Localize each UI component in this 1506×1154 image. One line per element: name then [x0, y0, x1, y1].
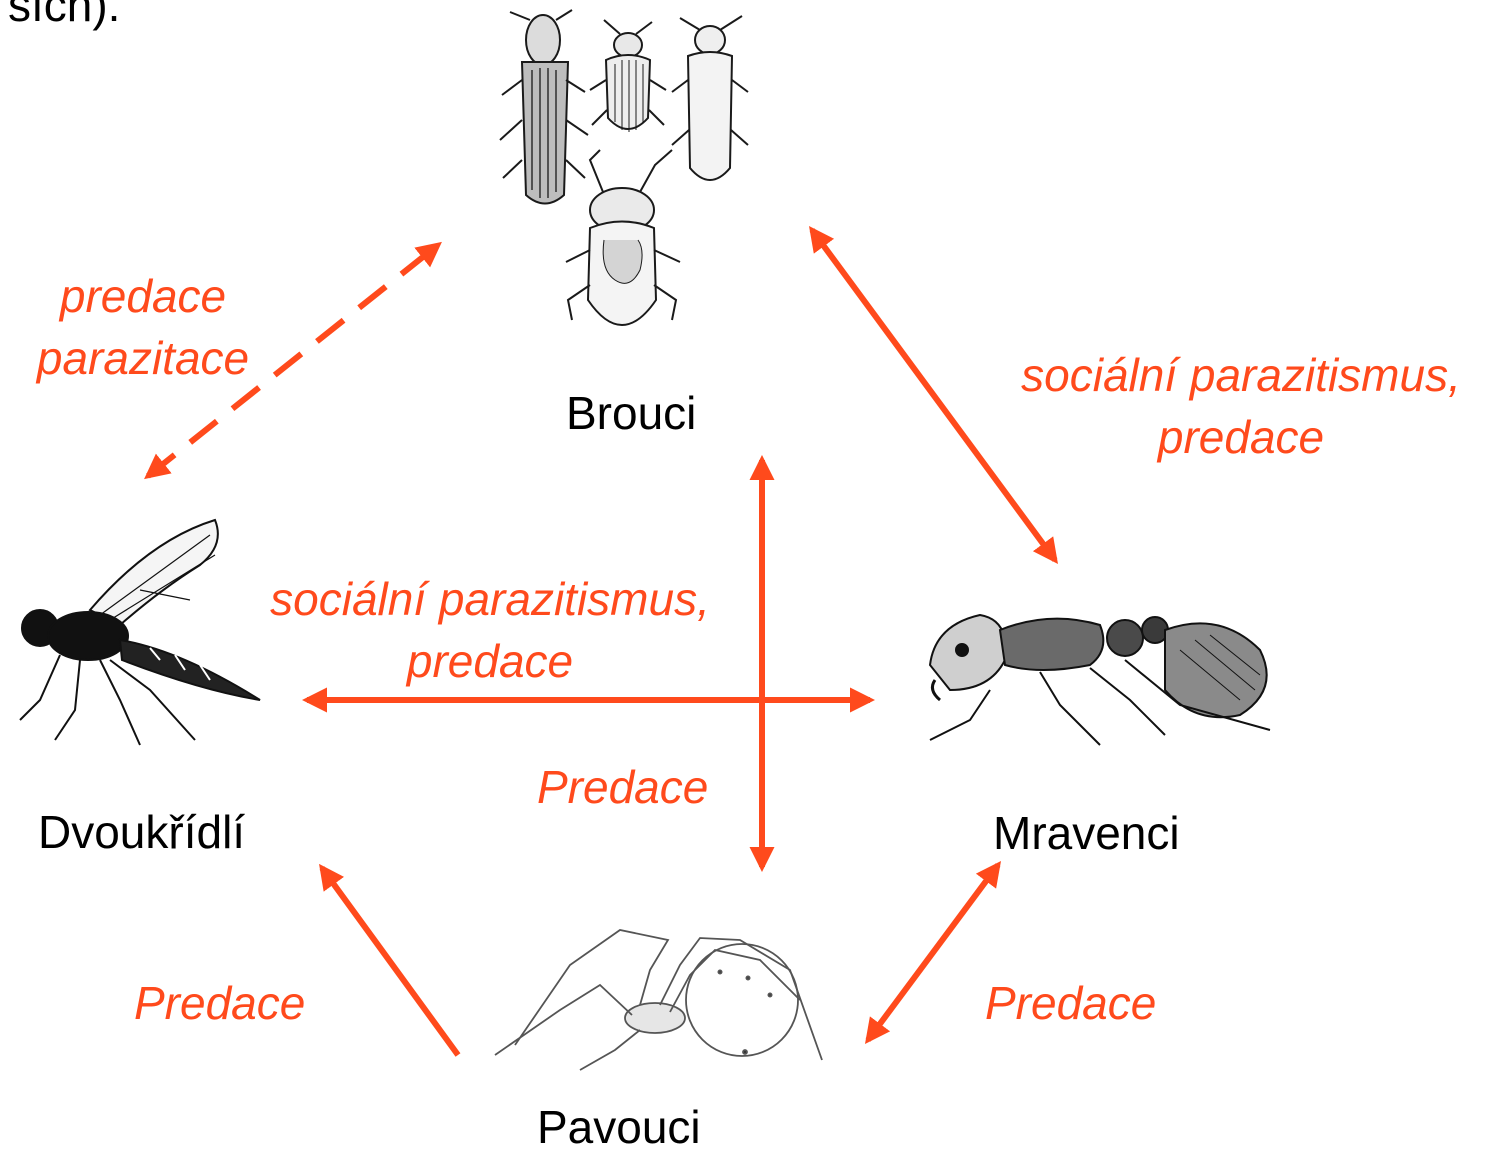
- relation-line-2: predace: [232, 630, 748, 692]
- fly-illustration: [20, 520, 260, 745]
- relation-line-2: predace: [986, 406, 1496, 468]
- ant-illustration: [930, 615, 1270, 745]
- relation-line-1: sociální parazitismus,: [986, 344, 1496, 406]
- arrow-spider-fly: [322, 868, 458, 1055]
- relation-line-2: parazitace: [18, 327, 268, 389]
- relation-label-fly-beetle: predace parazitace: [18, 265, 268, 389]
- node-label-dvoukridli: Dvoukřídlí: [38, 805, 245, 859]
- beetle-illustration: [500, 10, 748, 325]
- node-label-mravenci: Mravenci: [993, 806, 1180, 860]
- node-label-brouci: Brouci: [566, 386, 696, 440]
- spider-illustration: [495, 930, 822, 1070]
- relation-line-1: predace: [18, 265, 268, 327]
- top-text-fragment: sích).: [8, 0, 120, 32]
- relation-line-1: sociální parazitismus,: [232, 568, 748, 630]
- node-label-pavouci: Pavouci: [537, 1100, 701, 1154]
- relation-label-fly-ant: sociální parazitismus, predace: [232, 568, 748, 692]
- arrow-spider-ant: [868, 865, 998, 1040]
- relation-label-beetle-ant: sociální parazitismus, predace: [986, 344, 1496, 468]
- relation-label-spider-fly: Predace: [134, 972, 305, 1034]
- relation-label-spider-ant: Predace: [985, 972, 1156, 1034]
- relation-label-beetle-spider: Predace: [537, 756, 708, 818]
